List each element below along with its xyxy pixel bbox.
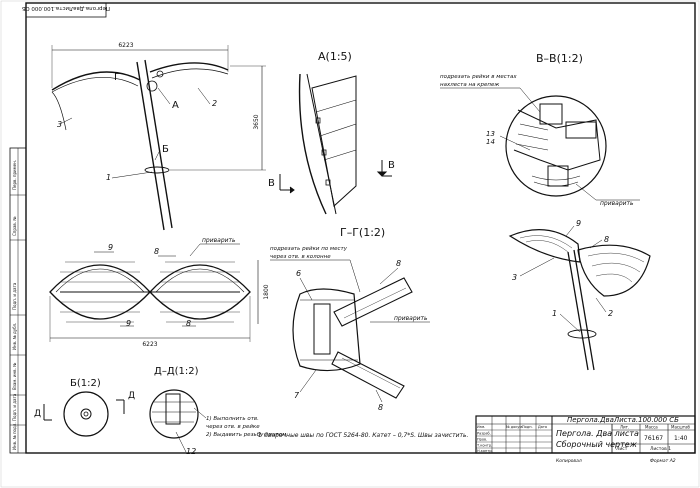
tb-row: Разраб. [477,432,491,436]
dd-note-3: 2) Выдавить резьбу винтом [206,432,286,438]
tb-col-doc: № докум. [506,425,523,429]
top-pos-8b: 8 [186,319,191,328]
vv-note-1: подрезать рейки в местах [440,74,517,80]
strip-label: Справ. № [12,217,17,236]
view-gg [270,259,430,403]
top-dim-width: 6223 [142,341,157,348]
view-b-title: Б(1:2) [70,378,101,389]
top-dim-height: 1800 [263,284,270,299]
b-arrow-right: В [388,160,395,171]
gg-pos-8b: 8 [378,403,383,412]
iso-pos-9: 9 [576,219,581,228]
strip-label: Инв. № подл. [12,422,17,450]
title-block [475,415,696,454]
tb-hdr-lit: Лит. [620,425,629,430]
main-pos-2: 2 [212,99,217,108]
view-a-title: А(1:5) [318,50,352,63]
strip-label: Инв. № дубл. [12,323,17,350]
tech-requirements-note: 1 Сварочные швы по ГОСТ 5264-80. Катет –… [258,432,469,439]
tb-row: Изм. [477,425,485,429]
main-mark-g: Г [114,72,120,83]
footer-copied: Копировал [556,458,582,464]
gg-pos-8a: 8 [396,259,401,268]
main-pos-3: 3 [57,120,62,129]
gg-note-1: подрезать рейки по месту [270,246,348,252]
top-pos-8a: 8 [154,247,159,256]
main-pos-1: 1 [106,173,111,182]
b-view-arrow-right: Д [128,391,135,401]
vv-weld-note: приварить [600,200,634,207]
main-mark-b: Б [162,144,169,155]
vv-pos-14: 14 [486,138,495,146]
iso-pos-1: 1 [552,309,557,318]
rotated-stamp: Пергола.ДваЛиста.100.000 СБ [22,2,110,18]
strip-label: Подп. и дата [12,282,17,310]
gg-weld-note: приварить [394,315,428,322]
tb-row: Пров. [477,438,487,442]
dd-pos-12: 12 [186,447,196,456]
side-strip: Перв. примен. Справ. № Подп. и дата Инв.… [9,147,27,454]
view-b [43,391,125,437]
iso-pos-8: 8 [604,235,609,244]
main-dim-height: 3650 [253,114,260,129]
main-mark-a: А [172,100,179,111]
tb-hdr-scale: Масштаб [671,425,691,430]
view-vv-title: В–В(1:2) [536,52,583,65]
tb-row: Т.контр. [476,444,492,448]
top-pos-9a: 9 [108,243,113,252]
gg-pos-6: 6 [296,269,301,278]
title-block-name-1: Пергола. Два листа [556,429,639,438]
tb-mass: 76167 [644,435,663,442]
main-view [51,45,266,231]
footer-format: Формат А2 [650,458,676,464]
b-arrow-left: В [268,178,275,189]
iso-pos-2: 2 [608,309,613,318]
title-block-name-2: Сборочный чертеж [556,440,638,449]
dd-note-1: 1) Выполнить отв. [206,416,259,422]
tb-scale: 1:40 [674,435,688,442]
iso-view [508,225,651,371]
view-gg-title: Г–Г(1:2) [340,226,385,239]
iso-pos-3: 3 [512,273,517,282]
rotated-stamp-text: Пергола.ДваЛиста.100.000 СБ [22,5,110,11]
view-a [298,73,357,215]
strip-label: Взам. инв. № [12,363,17,390]
tb-col-sign: Подп. [522,425,533,429]
view-vv [440,87,640,201]
view-dd [149,389,207,453]
b-view-arrow-left: Д [34,409,41,419]
gg-note-2: через отв. в колонне [270,254,331,260]
top-view [49,243,259,342]
tb-sheet: Лист [616,446,628,452]
gg-pos-7: 7 [294,391,300,400]
tb-row: Н.контр. [477,449,493,453]
dd-note-2: через отв. в рейке [206,424,260,430]
tb-sheets: Листов 1 [650,446,671,452]
main-dim-width: 6223 [118,42,133,49]
view-dd-title: Д–Д(1:2) [154,366,199,377]
vv-pos-13: 13 [486,130,495,138]
top-weld-note: приварить [202,237,236,244]
top-pos-9b: 9 [126,319,131,328]
tb-col-date: Дата [538,425,547,429]
title-block-code: Пергола.ДваЛиста.100.000 СБ [567,416,679,424]
b-arrows [279,160,392,194]
vv-note-2: нахлеста на крепеж [440,82,499,88]
strip-label: Перв. примен. [12,160,17,190]
strip-label: Подп. и дата [12,393,17,421]
tb-hdr-mass: Масса [645,425,658,430]
